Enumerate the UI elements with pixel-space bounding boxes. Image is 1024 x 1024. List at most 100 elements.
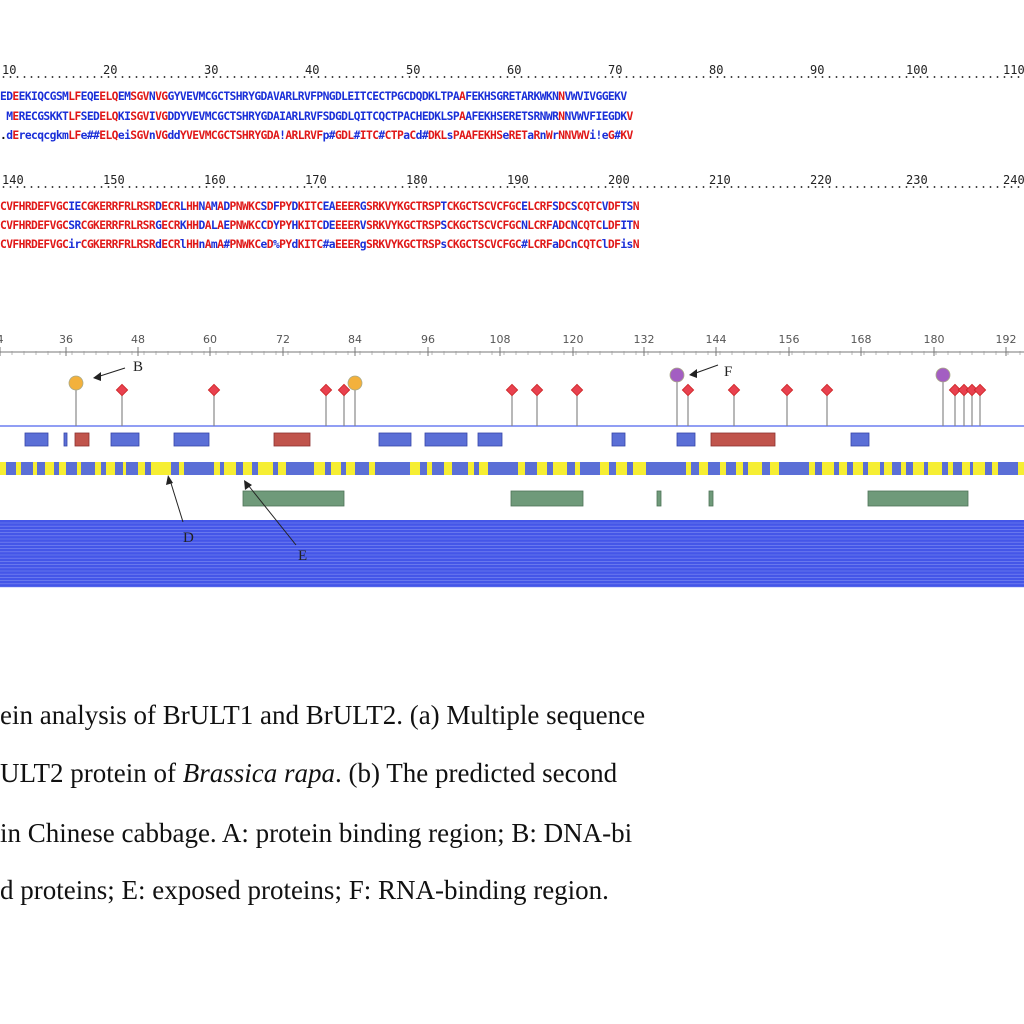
residue: L — [105, 90, 112, 103]
residue: e — [601, 129, 609, 142]
residue: c — [43, 129, 50, 142]
residue: E — [99, 219, 106, 232]
exposed-region-segment — [656, 490, 662, 507]
residue: E — [322, 200, 330, 213]
buried-segment — [179, 462, 184, 475]
residue: V — [490, 200, 497, 213]
exposed-segment — [273, 462, 278, 475]
residue: K — [397, 200, 404, 213]
lollipop-marker-icon — [965, 383, 979, 397]
residue: R — [353, 219, 361, 232]
residue: N — [570, 219, 578, 232]
residue: E — [0, 90, 7, 103]
residue: D — [266, 110, 274, 123]
buried-segment — [901, 462, 906, 475]
residue: D — [198, 219, 206, 232]
residue: R — [111, 219, 119, 232]
residue: Q — [353, 110, 361, 123]
residue: F — [502, 238, 509, 251]
residue: R — [111, 200, 119, 213]
residue: H — [415, 110, 423, 123]
buried-segment — [575, 462, 580, 475]
buried-segment — [427, 462, 432, 475]
residue: i — [124, 129, 131, 142]
residue: E — [347, 238, 354, 251]
residue: H — [241, 129, 249, 142]
residue: P — [434, 238, 441, 251]
residue: P — [452, 129, 460, 142]
residue: H — [291, 219, 299, 232]
helix-segment — [477, 432, 503, 447]
residue: G — [217, 129, 224, 142]
residue: A — [272, 129, 280, 142]
residue: G — [459, 238, 466, 251]
residue: R — [297, 90, 305, 103]
residue: R — [148, 219, 156, 232]
residue: Q — [583, 219, 590, 232]
residue: Y — [272, 219, 280, 232]
residue: V — [49, 200, 57, 213]
residue: C — [533, 238, 540, 251]
residue: G — [55, 200, 63, 213]
lollipop-marker-icon — [820, 383, 834, 397]
residue: V — [601, 200, 609, 213]
residue: R — [539, 219, 547, 232]
buried-segment — [369, 462, 375, 475]
residue: N — [235, 219, 243, 232]
residue: E — [12, 110, 19, 123]
residue: R — [124, 219, 131, 232]
residue: L — [527, 200, 534, 213]
buried-segment — [314, 462, 325, 475]
residue: g — [49, 129, 57, 142]
buried-segment — [410, 462, 420, 475]
ruler-tick-label: 180 — [406, 173, 428, 187]
buried-segment — [868, 462, 880, 475]
residue: R — [105, 219, 112, 232]
axis-tick-label: 60 — [203, 333, 217, 346]
residue: R — [508, 110, 516, 123]
residue: C — [80, 219, 88, 232]
residue: I — [595, 110, 603, 123]
residue: T — [521, 110, 528, 123]
residue: C — [217, 90, 224, 103]
residue: D — [328, 110, 336, 123]
residue: T — [229, 129, 237, 142]
residue: P — [316, 90, 323, 103]
residue: L — [440, 129, 447, 142]
residue: D — [291, 200, 299, 213]
residue: N — [564, 110, 571, 123]
residue: G — [136, 129, 143, 142]
residue: T — [440, 90, 447, 103]
residue: K — [378, 238, 385, 251]
residue: D — [266, 219, 274, 232]
alignment-row-consensus: .dErecqcgkmLFe##ELQeiSGVnVGddYVEVMCGCTSH… — [0, 129, 633, 142]
buried-segment — [928, 462, 942, 475]
residue: C — [564, 200, 571, 213]
residue: K — [397, 238, 404, 251]
residue: E — [477, 129, 485, 142]
residue: P — [279, 238, 286, 251]
alignment-row-brult2: MERECGSKKTLFSEDELQKISGVIVGDDYVEVMCGCTSHR… — [0, 110, 633, 123]
residue: r — [74, 238, 81, 251]
residue: P — [446, 90, 454, 103]
residue: d — [173, 129, 181, 142]
residue: R — [291, 110, 299, 123]
residue: s — [626, 238, 634, 251]
residue: G — [508, 200, 516, 213]
residue: E — [117, 90, 125, 103]
residue: D — [558, 219, 565, 232]
residue: N — [558, 129, 565, 142]
buried-segment — [331, 462, 341, 475]
residue: S — [428, 219, 435, 232]
lollipop-markers — [68, 367, 987, 426]
residue: K — [378, 200, 385, 213]
buried-segment — [123, 462, 126, 475]
residue: C — [260, 219, 268, 232]
residue: Q — [86, 90, 94, 103]
exposed-segment — [942, 462, 948, 475]
residue: I — [583, 90, 590, 103]
residue: G — [459, 219, 466, 232]
residue: S — [130, 110, 137, 123]
residue: K — [297, 200, 305, 213]
residue: E — [99, 110, 106, 123]
